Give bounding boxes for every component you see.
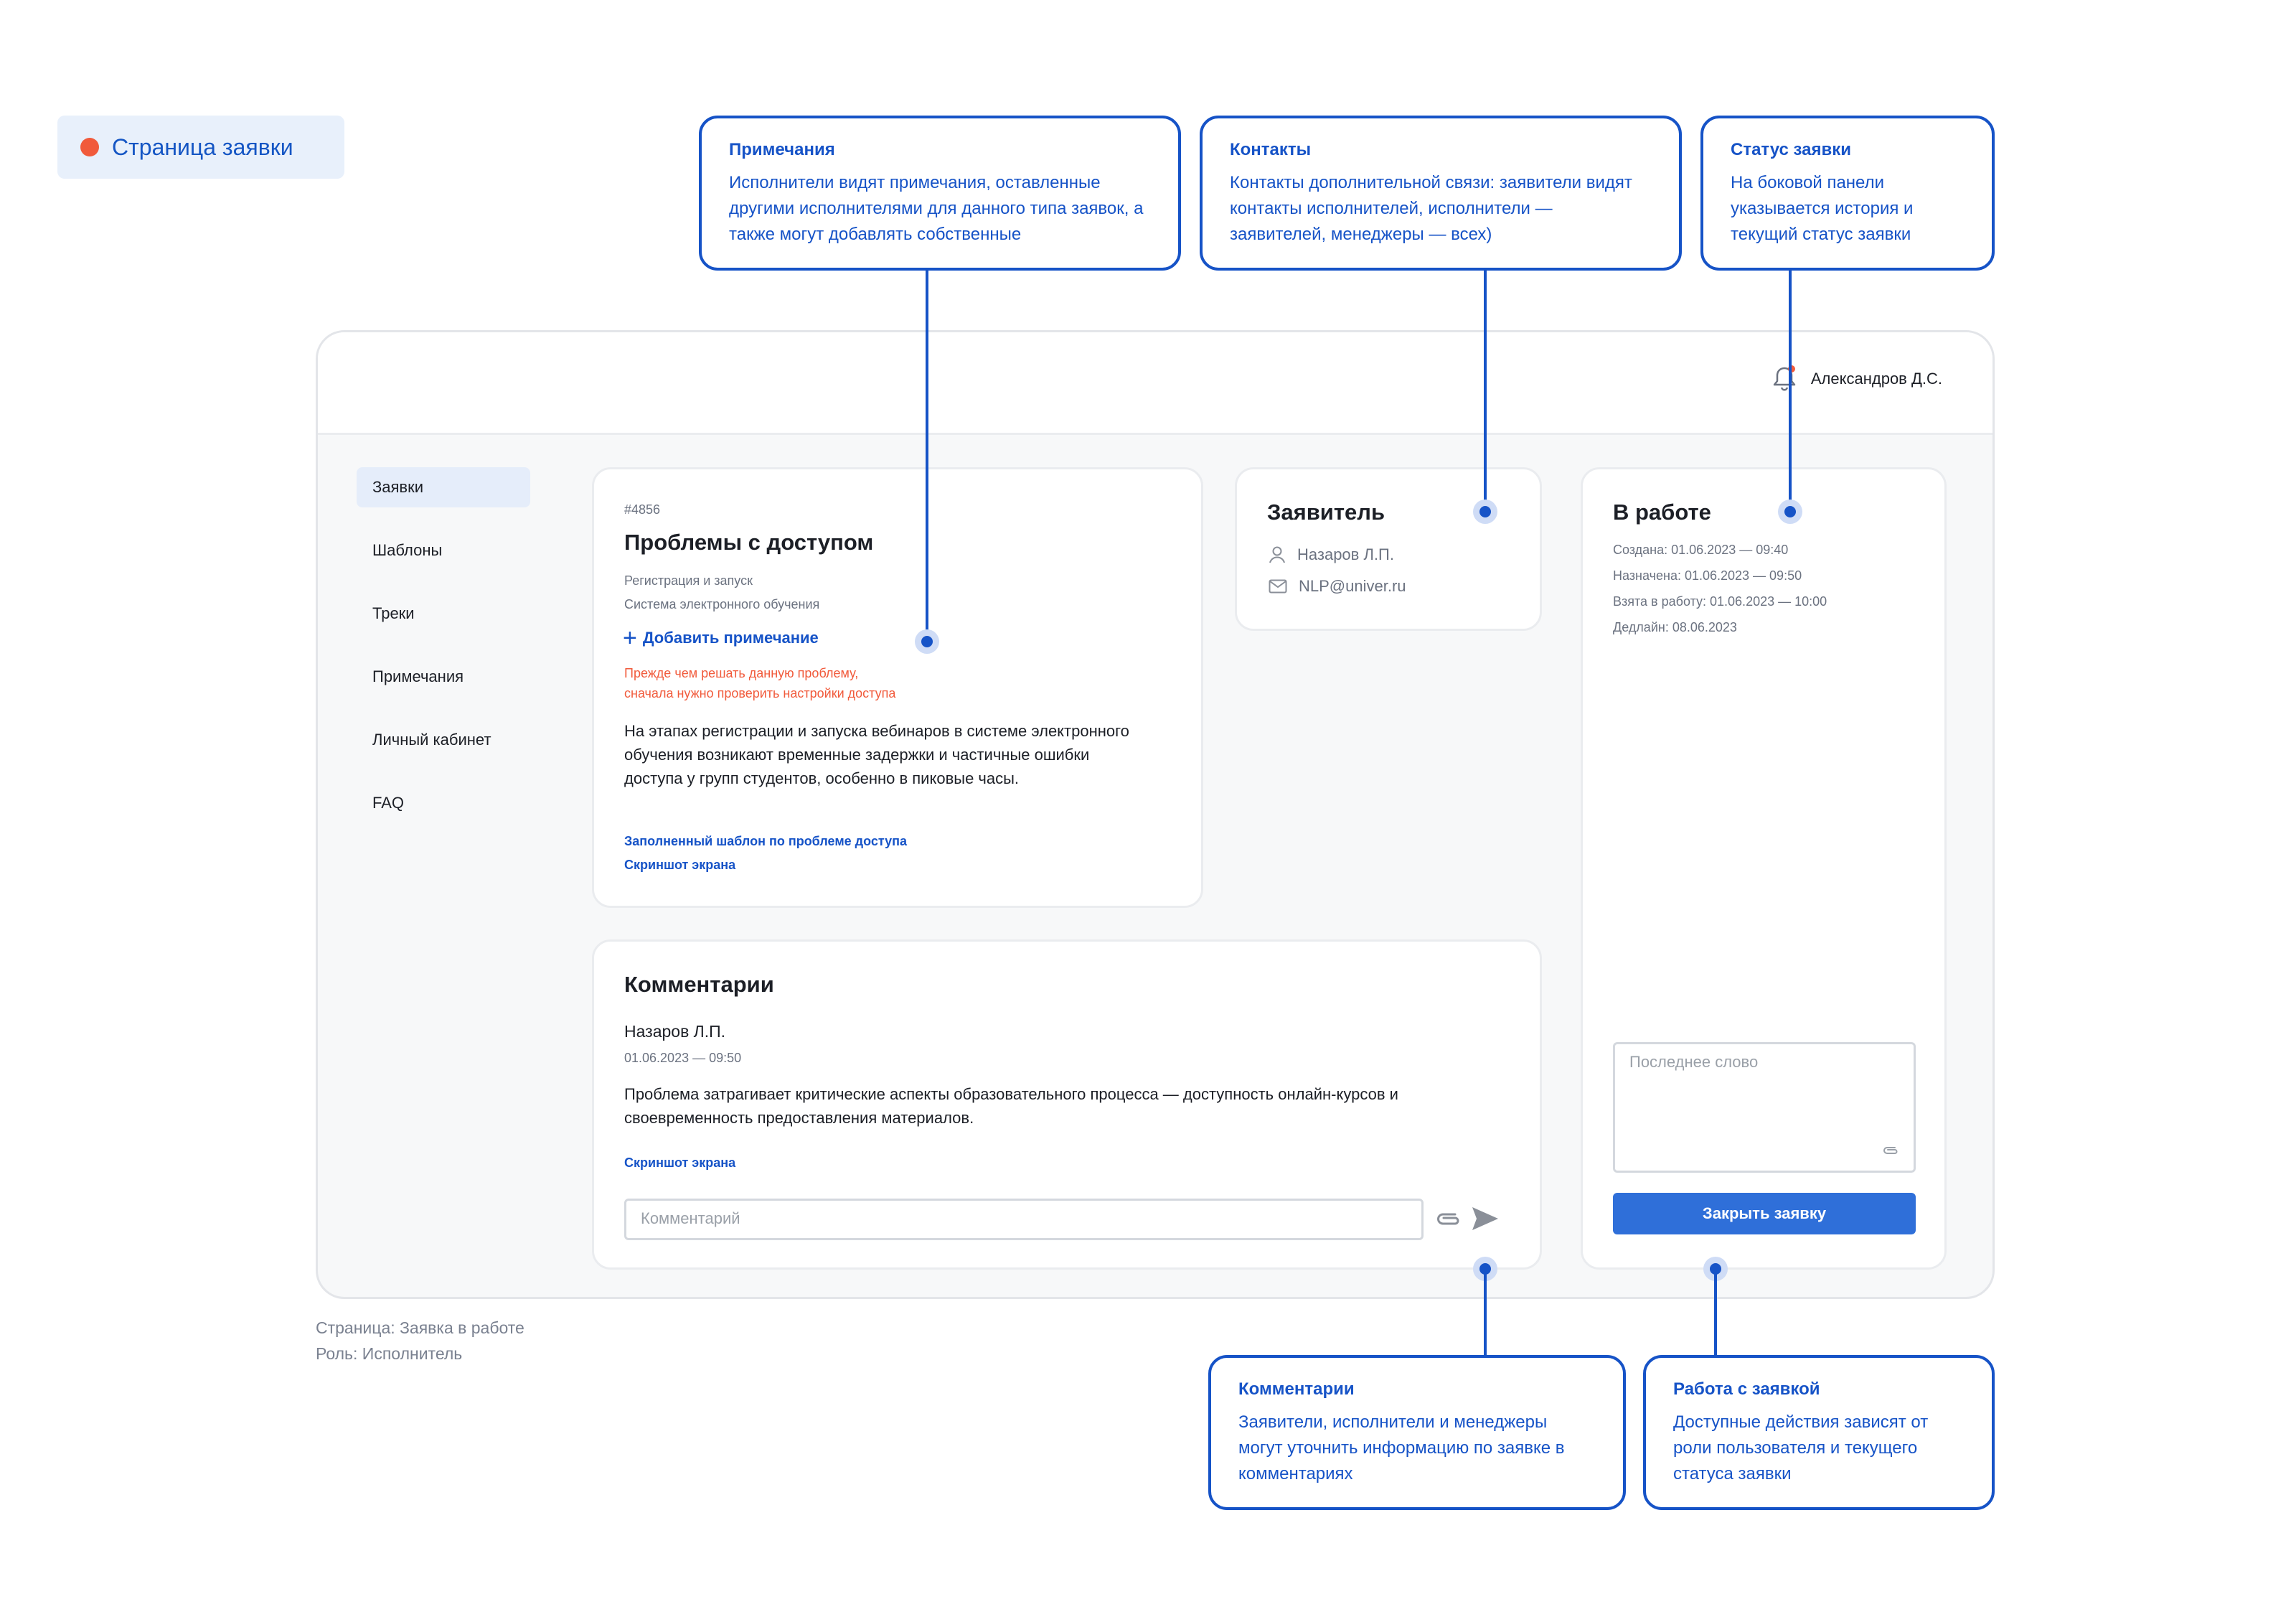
ticket-warning-line2: сначала нужно проверить настройки доступ… xyxy=(624,686,896,700)
red-dot-icon xyxy=(80,138,99,156)
callout-contacts-title: Контакты xyxy=(1230,140,1312,159)
status-panel: В работе Создана: 01.06.2023 — 09:40 Наз… xyxy=(1581,467,1947,1270)
comment-author: Назаров Л.П. xyxy=(624,1022,726,1041)
callout-notes-title: Примечания xyxy=(729,140,835,159)
add-note-button[interactable]: + Добавить примечание xyxy=(623,624,819,652)
top-bar: Александров Д.С. xyxy=(318,332,1992,435)
callout-status: Статус заявки На боковой панели указывае… xyxy=(1700,116,1995,271)
connector-contacts xyxy=(1484,271,1487,511)
paperclip-icon[interactable] xyxy=(1435,1207,1462,1235)
applicant-name-row: Назаров Л.П. xyxy=(1269,545,1394,564)
attachment-template-link[interactable]: Заполненный шаблон по проблеме доступа xyxy=(624,834,908,848)
sidebar-item-label: Треки xyxy=(372,604,415,622)
status-title: В работе xyxy=(1613,500,1711,525)
callout-comments-text: Заявители, исполнители и менеджеры могут… xyxy=(1238,1412,1565,1483)
ticket-number: #4856 xyxy=(624,502,661,517)
send-icon[interactable] xyxy=(1471,1206,1500,1235)
pin-status xyxy=(1778,500,1802,524)
last-word-placeholder: Последнее слово xyxy=(1629,1053,1759,1071)
connector-status xyxy=(1789,271,1792,511)
page-tag-label: Страница заявки xyxy=(112,133,293,160)
applicant-email[interactable]: NLP@univer.ru xyxy=(1299,577,1406,595)
sidebar-item-requests[interactable]: Заявки xyxy=(357,467,530,507)
plus-icon: + xyxy=(623,624,637,652)
callout-status-title: Статус заявки xyxy=(1731,140,1852,159)
sidebar-item-faq[interactable]: FAQ xyxy=(357,783,530,823)
callout-contacts-text: Контакты дополнительной связи: заявители… xyxy=(1230,173,1632,244)
sidebar-item-label: Примечания xyxy=(372,667,464,685)
pin-contacts xyxy=(1473,500,1497,524)
ticket-card: #4856 Проблемы с доступом Регистрация и … xyxy=(592,467,1203,908)
sidebar-item-label: Личный кабинет xyxy=(372,731,491,749)
user-name[interactable]: Александров Д.С. xyxy=(1810,370,1942,388)
ticket-category: Регистрация и запуск xyxy=(624,573,753,588)
sidebar-item-label: Заявки xyxy=(372,478,424,496)
sidebar-item-label: FAQ xyxy=(372,794,405,812)
callout-actions: Работа с заявкой Доступные действия зави… xyxy=(1643,1355,1995,1510)
add-note-label: Добавить примечание xyxy=(642,629,819,647)
status-taken: Взята в работу: 01.06.2023 — 10:00 xyxy=(1613,594,1827,609)
bell-icon[interactable] xyxy=(1772,365,1797,393)
mail-icon xyxy=(1269,579,1287,594)
connector-actions xyxy=(1714,1269,1717,1355)
sidebar-item-notes[interactable]: Примечания xyxy=(357,657,530,697)
caption-role: Роль: Исполнитель xyxy=(316,1344,463,1363)
applicant-name: Назаров Л.П. xyxy=(1297,545,1394,563)
status-assigned: Назначена: 01.06.2023 — 09:50 xyxy=(1613,568,1802,583)
callout-actions-text: Доступные действия зависят от роли польз… xyxy=(1673,1412,1929,1483)
applicant-card: Заявитель Назаров Л.П. NLP@univer.ru xyxy=(1235,467,1542,631)
paperclip-icon[interactable] xyxy=(1882,1142,1899,1161)
sidebar-item-account[interactable]: Личный кабинет xyxy=(357,720,530,760)
ticket-title: Проблемы с доступом xyxy=(624,530,874,555)
user-menu[interactable]: Александров Д.С. xyxy=(1772,365,1942,393)
ticket-warning-line1: Прежде чем решать данную проблему, xyxy=(624,666,859,680)
connector-comments xyxy=(1484,1269,1487,1355)
ticket-description: На этапах регистрации и запуска вебинаро… xyxy=(624,722,1129,787)
comment-attachment-link[interactable]: Скриншот экрана xyxy=(624,1155,736,1170)
attachment-screenshot-link[interactable]: Скриншот экрана xyxy=(624,858,736,872)
app-window: Александров Д.С. Заявки Шаблоны Треки Пр… xyxy=(316,330,1995,1299)
comment-date: 01.06.2023 — 09:50 xyxy=(624,1051,742,1065)
comment-text: Проблема затрагивает критические аспекты… xyxy=(624,1085,1398,1127)
callout-comments-title: Комментарии xyxy=(1238,1379,1355,1399)
status-deadline: Дедлайн: 08.06.2023 xyxy=(1613,620,1737,634)
ticket-system: Система электронного обучения xyxy=(624,597,820,611)
callout-comments: Комментарии Заявители, исполнители и мен… xyxy=(1208,1355,1626,1510)
applicant-title: Заявитель xyxy=(1267,500,1385,525)
comment-input-placeholder: Комментарий xyxy=(641,1209,740,1227)
callout-actions-title: Работа с заявкой xyxy=(1673,1379,1820,1399)
connector-notes xyxy=(926,271,928,641)
callout-status-text: На боковой панели указывается история и … xyxy=(1731,173,1914,244)
callout-contacts: Контакты Контакты дополнительной связи: … xyxy=(1200,116,1682,271)
sidebar-item-templates[interactable]: Шаблоны xyxy=(357,530,530,571)
applicant-email-row: NLP@univer.ru xyxy=(1269,577,1406,596)
sidebar-item-label: Шаблоны xyxy=(372,541,443,559)
comment-input[interactable]: Комментарий xyxy=(624,1199,1424,1240)
close-request-button[interactable]: Закрыть заявку xyxy=(1613,1193,1916,1234)
comments-title: Комментарии xyxy=(624,972,774,997)
sidebar-item-tracks[interactable]: Треки xyxy=(357,594,530,634)
last-word-textarea[interactable]: Последнее слово xyxy=(1613,1042,1916,1173)
caption-page: Страница: Заявка в работе xyxy=(316,1318,524,1337)
page-tag: Страница заявки xyxy=(57,116,344,179)
callout-notes: Примечания Исполнители видят примечания,… xyxy=(699,116,1181,271)
status-created: Создана: 01.06.2023 — 09:40 xyxy=(1613,543,1789,557)
user-icon xyxy=(1269,545,1286,564)
pin-notes xyxy=(915,629,939,654)
comments-card: Комментарии Назаров Л.П. 01.06.2023 — 09… xyxy=(592,939,1542,1270)
callout-notes-text: Исполнители видят примечания, оставленны… xyxy=(729,173,1144,244)
footer-caption: Страница: Заявка в работе Роль: Исполнит… xyxy=(316,1315,524,1366)
